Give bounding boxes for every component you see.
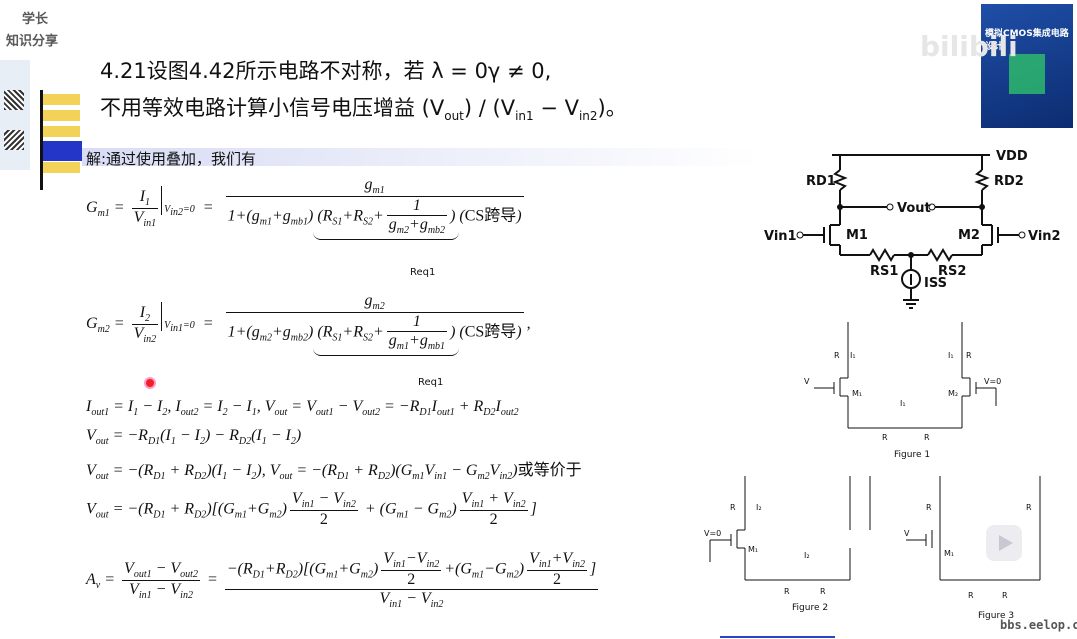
svg-text:R: R <box>966 351 972 360</box>
figure3-schematic: R R V M₁ R R Figure 3 <box>869 476 1041 620</box>
m2-label: M2 <box>958 228 980 243</box>
left-sidebar: 学长 知识分享 <box>0 0 82 190</box>
bilibili-watermark: bilibili <box>920 30 1018 63</box>
svg-text:R: R <box>926 503 932 512</box>
svg-text:M₁: M₁ <box>852 389 862 398</box>
svg-text:I₁: I₁ <box>900 399 906 408</box>
svg-text:M₁: M₁ <box>748 545 758 554</box>
svg-text:V=0: V=0 <box>704 529 721 538</box>
figure1-caption: Figure 1 <box>894 450 930 460</box>
blue-bar <box>40 141 82 161</box>
watermark-line1: 学长 <box>22 12 49 27</box>
svg-text:I₁: I₁ <box>850 351 856 360</box>
svg-text:R: R <box>1002 591 1008 600</box>
vin2-label: Vin2 <box>1028 229 1060 244</box>
svg-text:V: V <box>804 377 810 386</box>
site-watermark: bbs.eelop.cn <box>1000 618 1077 632</box>
solution-intro: 解:通过使用叠加，我们有 <box>86 150 257 168</box>
svg-text:I₁: I₁ <box>948 351 954 360</box>
svg-text:R: R <box>784 587 790 596</box>
equation-vout-2: Vout = −(RD1 + RD2)(I1 − I2), Vout = −(R… <box>86 460 582 483</box>
play-icon <box>999 535 1013 551</box>
figure2-schematic: R I₂ V=0M₁ I₂ R R Figure 2 <box>704 476 851 613</box>
problem-title-line1: 4.21设图4.42所示电路不对称，若 λ = 0γ ≠ 0, <box>100 59 552 83</box>
book-cover-image: 模拟CMOS集成电路设计 <box>981 4 1073 128</box>
equation-vout-1: Vout = −RD1(I1 − I2) − RD2(I1 − I2) <box>86 427 302 448</box>
svg-text:M₁: M₁ <box>944 549 954 558</box>
svg-text:R: R <box>1026 503 1032 512</box>
m1-label: M1 <box>846 228 868 243</box>
svg-text:R: R <box>882 433 888 442</box>
divider-line <box>40 90 43 190</box>
cursor-marker <box>146 379 154 387</box>
svg-text:V=0: V=0 <box>984 377 1001 386</box>
watermark-line2: 知识分享 <box>6 34 59 49</box>
req-label-1: Req1 <box>410 267 436 278</box>
figure1-schematic: R I₁ I₁ R V M₁ M₂ V=0 I₁ R R Figure 1 <box>804 322 1001 460</box>
iss-label: ISS <box>924 276 947 291</box>
figure2-caption: Figure 2 <box>792 603 828 613</box>
book-title: 模拟CMOS集成电路设计 <box>985 29 1069 52</box>
equation-currents: Iout1 = I1 − I2, Iout2 = I2 − I1, Vout =… <box>86 398 519 419</box>
svg-text:R: R <box>730 503 736 512</box>
rd2-label: RD2 <box>994 174 1024 189</box>
vdd-label: VDD <box>996 149 1028 164</box>
svg-text:R: R <box>968 591 974 600</box>
vin1-label: Vin1 <box>764 229 797 244</box>
svg-text:I₂: I₂ <box>756 503 762 512</box>
svg-text:R: R <box>924 433 930 442</box>
rs1-label: RS1 <box>870 264 898 279</box>
slide-header-band <box>82 148 760 166</box>
rs2-label: RS2 <box>938 264 966 279</box>
play-button[interactable] <box>986 525 1022 561</box>
figure3-caption: Figure 3 <box>978 611 1014 620</box>
bottom-accent-line <box>720 636 835 638</box>
svg-text:I₂: I₂ <box>804 551 810 560</box>
problem-title-line2: 不用等效电路计算小信号电压增益 (Vout) / (Vin1 − Vin2)。 <box>100 96 627 124</box>
svg-text:R: R <box>834 351 840 360</box>
svg-text:M₂: M₂ <box>948 389 958 398</box>
rd1-label: RD1 <box>806 174 836 189</box>
diff-pair-schematic: VDD RD1 RD2 Vout Vin1 Vin2 M1 M2 RS1 RS2… <box>764 149 1060 309</box>
req-label-2: Req1 <box>418 377 444 388</box>
svg-text:R: R <box>820 587 826 596</box>
svg-text:V: V <box>904 529 910 538</box>
equation-vout-3: Vout = −(RD1 + RD2)[(Gm1+Gm2)Vin1 − Vin2… <box>86 490 537 529</box>
qr-code-image <box>0 60 30 170</box>
vout-label: Vout <box>897 201 931 216</box>
